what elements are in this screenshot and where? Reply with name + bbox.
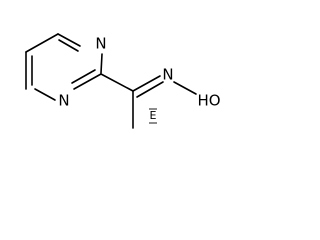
chemical-structure-diagram: N N N HO E <box>25 33 221 129</box>
bond-ring-to-calpha <box>100 73 134 92</box>
atom-labels: N N N HO <box>58 35 220 110</box>
atom-hydroxyl-label: HO <box>197 92 220 110</box>
bond-n1-c2 <box>100 53 103 74</box>
bond-c6-n1-double <box>58 39 79 52</box>
pyrimidine-ring <box>25 33 103 101</box>
stereo-descriptor: E <box>149 108 157 124</box>
atom-oxime-n-label: N <box>162 66 173 84</box>
bond-n-o <box>173 81 197 95</box>
bond-c2-n3 <box>73 73 102 90</box>
bond-c6-n1 <box>57 33 81 47</box>
bond-calpha-n <box>132 75 161 92</box>
atom-n3-label: N <box>58 92 69 110</box>
bond-calpha-n-double <box>136 81 164 98</box>
stereo-descriptor-label: E <box>150 109 157 122</box>
bond-c5-c6 <box>25 33 59 53</box>
oxime-side-chain <box>100 73 197 129</box>
bond-n3-c4 <box>34 88 56 101</box>
atom-n1-label: N <box>95 35 106 53</box>
bond-c2-n3-double <box>71 69 96 84</box>
